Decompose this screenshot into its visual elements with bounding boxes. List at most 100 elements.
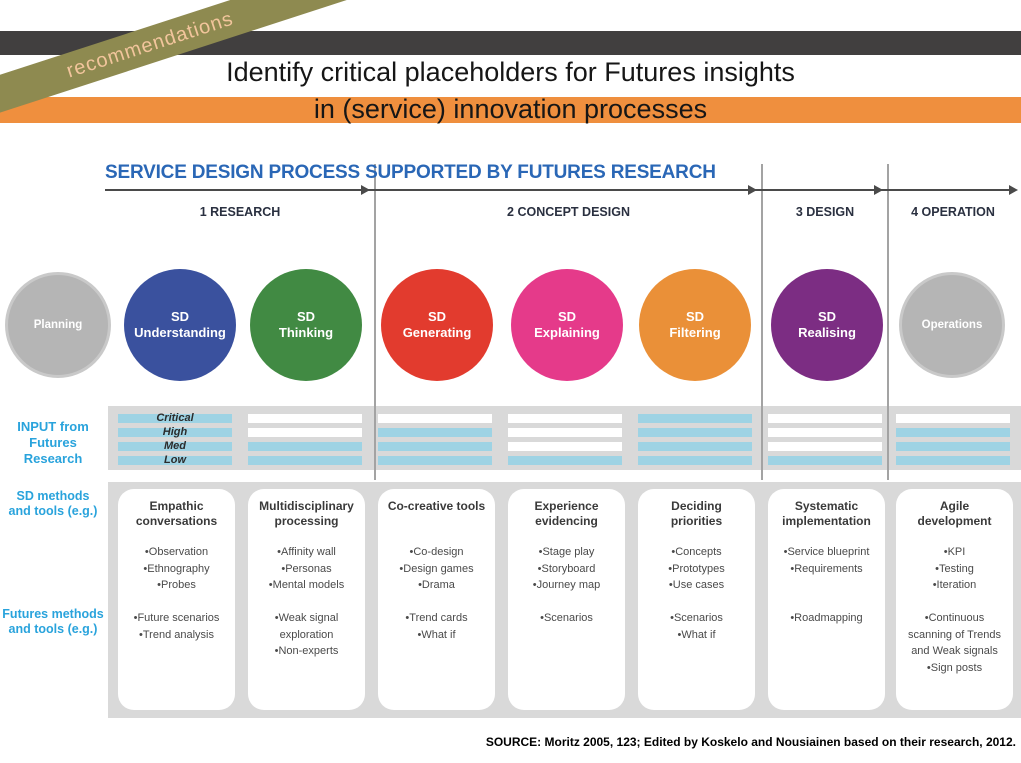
circle-label: Planning: [33, 319, 83, 331]
circle-sd-realising: SD Realising: [771, 269, 883, 381]
method-card-deciding-priorities: Deciding priorities Concepts Prototypes …: [638, 489, 755, 710]
sd-method-item: KPI: [903, 544, 1006, 561]
arrowhead-icon: [361, 185, 370, 195]
circle-operations: Operations: [899, 272, 1005, 378]
input-bar: [508, 414, 622, 423]
input-bar: [638, 428, 752, 437]
sd-method-item: Design games: [385, 561, 488, 578]
input-bar: [378, 442, 492, 451]
circle-label-top: SD: [685, 309, 705, 324]
card-title: Experience evidencing: [534, 499, 599, 528]
circle-sd-filtering: SD Filtering: [639, 269, 751, 381]
sd-method-item: Use cases: [645, 577, 748, 594]
circle-label: Operations: [921, 319, 983, 331]
sd-method-item: Probes: [125, 577, 228, 594]
circle-label-top: SD: [170, 309, 190, 324]
input-bar: Low: [118, 454, 232, 466]
input-row-label: High: [162, 426, 188, 438]
sd-method-item: Testing: [903, 561, 1006, 578]
source-citation: SOURCE: Moritz 2005, 123; Edited by Kosk…: [485, 735, 1016, 749]
method-card-multidisciplinary-processing: Multidisciplinary processing Affinity wa…: [248, 489, 365, 710]
circle-label: Realising: [798, 325, 856, 340]
input-bar: Critical: [118, 412, 232, 424]
futures-method-item: Future scenarios: [125, 610, 228, 627]
phase-divider: [374, 164, 376, 480]
input-bar: [768, 456, 882, 465]
orange-title-band: [0, 97, 1021, 123]
futures-method-item: Trend cards: [385, 610, 488, 627]
sd-method-item: Personas: [255, 561, 358, 578]
input-bar: [248, 456, 362, 465]
input-bar: [378, 428, 492, 437]
method-card-empathic-conversations: Empathic conversations Observation Ethno…: [118, 489, 235, 710]
input-bar: [248, 428, 362, 437]
input-bar: [896, 442, 1010, 451]
input-bar: High: [118, 426, 232, 438]
input-bar: [896, 456, 1010, 465]
sd-method-item: Journey map: [515, 577, 618, 594]
sd-method-item: Ethnography: [125, 561, 228, 578]
input-row-label: Critical: [156, 412, 194, 424]
futures-method-item: Scenarios: [645, 610, 748, 627]
input-bar: [508, 428, 622, 437]
sd-method-item: Mental models: [255, 577, 358, 594]
circle-label: Thinking: [278, 325, 334, 340]
circle-label: Explaining: [534, 325, 600, 340]
futures-method-item: What if: [645, 627, 748, 644]
input-bar: [248, 414, 362, 423]
input-bar: [768, 442, 882, 451]
card-title: Co-creative tools: [387, 499, 486, 513]
futures-method-item: What if: [385, 627, 488, 644]
input-row-label: Med: [164, 440, 186, 452]
method-card-experience-evidencing: Experience evidencing Stage play Storybo…: [508, 489, 625, 710]
input-bar: [508, 456, 622, 465]
sd-method-item: Co-design: [385, 544, 488, 561]
input-bars-col-7: [896, 406, 1010, 470]
phase-divider: [761, 164, 763, 480]
arrowhead-icon: [874, 185, 883, 195]
circle-label-top: SD: [296, 309, 316, 324]
input-bars-col-3: [378, 406, 492, 470]
input-bar: [248, 442, 362, 451]
input-bars-col-1: Critical High Med Low: [118, 406, 232, 470]
input-bar: [508, 442, 622, 451]
method-card-co-creative-tools: Co-creative tools Co-design Design games…: [378, 489, 495, 710]
sd-method-item: Prototypes: [645, 561, 748, 578]
card-title: Agile development: [917, 499, 992, 528]
circle-label-top: SD: [557, 309, 577, 324]
input-bars-col-4: [508, 406, 622, 470]
phase-label-research: 1 RESEARCH: [199, 205, 281, 219]
futures-method-item: Sign posts: [903, 660, 1006, 677]
input-bar: Med: [118, 440, 232, 452]
card-title: Empathic conversations: [135, 499, 218, 528]
sd-method-item: Requirements: [775, 561, 878, 578]
diagram-heading: SERVICE DESIGN PROCESS SUPPORTED BY FUTU…: [105, 162, 716, 183]
card-title: Systematic implementation: [782, 499, 871, 528]
input-bar: [378, 456, 492, 465]
phase-label-design: 3 DESIGN: [795, 205, 855, 219]
phase-label-operation: 4 OPERATION: [911, 205, 995, 219]
card-title: Deciding priorities: [670, 499, 723, 528]
input-bars-col-5: [638, 406, 752, 470]
futures-method-item: Trend analysis: [125, 627, 228, 644]
input-bars-col-6: [768, 406, 882, 470]
input-bar: [378, 414, 492, 423]
input-bar: [768, 428, 882, 437]
circle-sd-generating: SD Generating: [381, 269, 493, 381]
sd-method-item: Iteration: [903, 577, 1006, 594]
input-bar: [638, 442, 752, 451]
sd-method-item: Drama: [385, 577, 488, 594]
circle-sd-explaining: SD Explaining: [511, 269, 623, 381]
input-bar: [638, 414, 752, 423]
input-bar: [896, 414, 1010, 423]
arrowhead-icon: [748, 185, 757, 195]
input-bar: [768, 414, 882, 423]
sd-method-item: Storyboard: [515, 561, 618, 578]
input-bars-col-2: [248, 406, 362, 470]
circle-sd-thinking: SD Thinking: [250, 269, 362, 381]
futures-method-item: Scenarios: [515, 610, 618, 627]
circle-label: Generating: [402, 325, 472, 340]
input-from-futures-label: INPUT from Futures Research: [17, 419, 89, 466]
circle-sd-understanding: SD Understanding: [124, 269, 236, 381]
